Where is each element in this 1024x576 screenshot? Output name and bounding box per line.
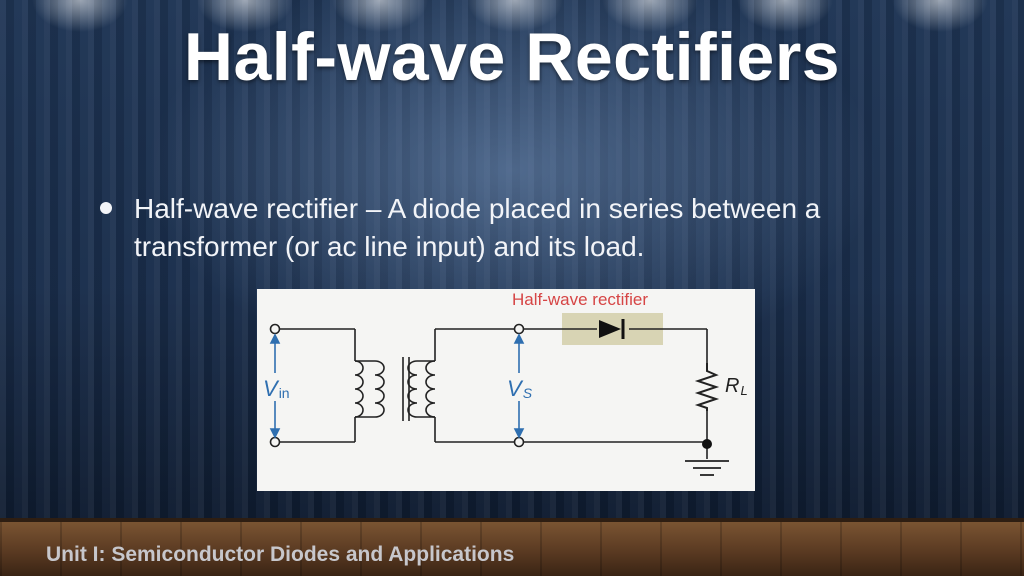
vs-arrow-icon [513, 333, 525, 439]
bullet-item: Half-wave rectifier – A diode placed in … [100, 190, 920, 266]
spotlight [455, 0, 575, 70]
secondary-coil [425, 360, 436, 418]
vin-label: Vin [263, 376, 290, 401]
spotlight [725, 0, 845, 70]
bullet-dot-icon [100, 202, 112, 214]
spotlight [20, 0, 140, 70]
rectifier-diagram: Half-wave rectifier [257, 289, 755, 491]
spotlight [590, 0, 710, 70]
rl-label: RL [725, 375, 748, 398]
diagram-caption: Half-wave rectifier [512, 290, 648, 309]
stage-edge [0, 518, 1024, 524]
terminal-vs-bottom [513, 436, 525, 448]
stage-floor [0, 522, 1024, 576]
circuit-svg: Half-wave rectifier [263, 290, 748, 476]
wires [279, 328, 708, 459]
vs-label: VS [507, 376, 533, 401]
vin-arrow-icon [269, 333, 281, 439]
diode-icon [599, 319, 625, 339]
slide-title: Half-wave Rectifiers [183, 19, 841, 95]
terminal-vin-top [269, 323, 281, 335]
secondary-winding [407, 360, 418, 418]
resistor-icon [694, 363, 720, 411]
bullet-text: Half-wave rectifier – A diode placed in … [134, 193, 821, 262]
spotlight [880, 0, 1000, 70]
spotlight [320, 0, 440, 70]
primary-winding [374, 360, 385, 418]
ground-icon [685, 460, 729, 476]
spotlight [185, 0, 305, 70]
terminals [269, 323, 525, 448]
ground-node [702, 439, 712, 449]
primary-coil [354, 360, 364, 418]
terminal-vs-top [513, 323, 525, 335]
slide-footer: Unit I: Semiconductor Diodes and Applica… [46, 543, 515, 566]
terminal-vin-bottom [269, 436, 281, 448]
